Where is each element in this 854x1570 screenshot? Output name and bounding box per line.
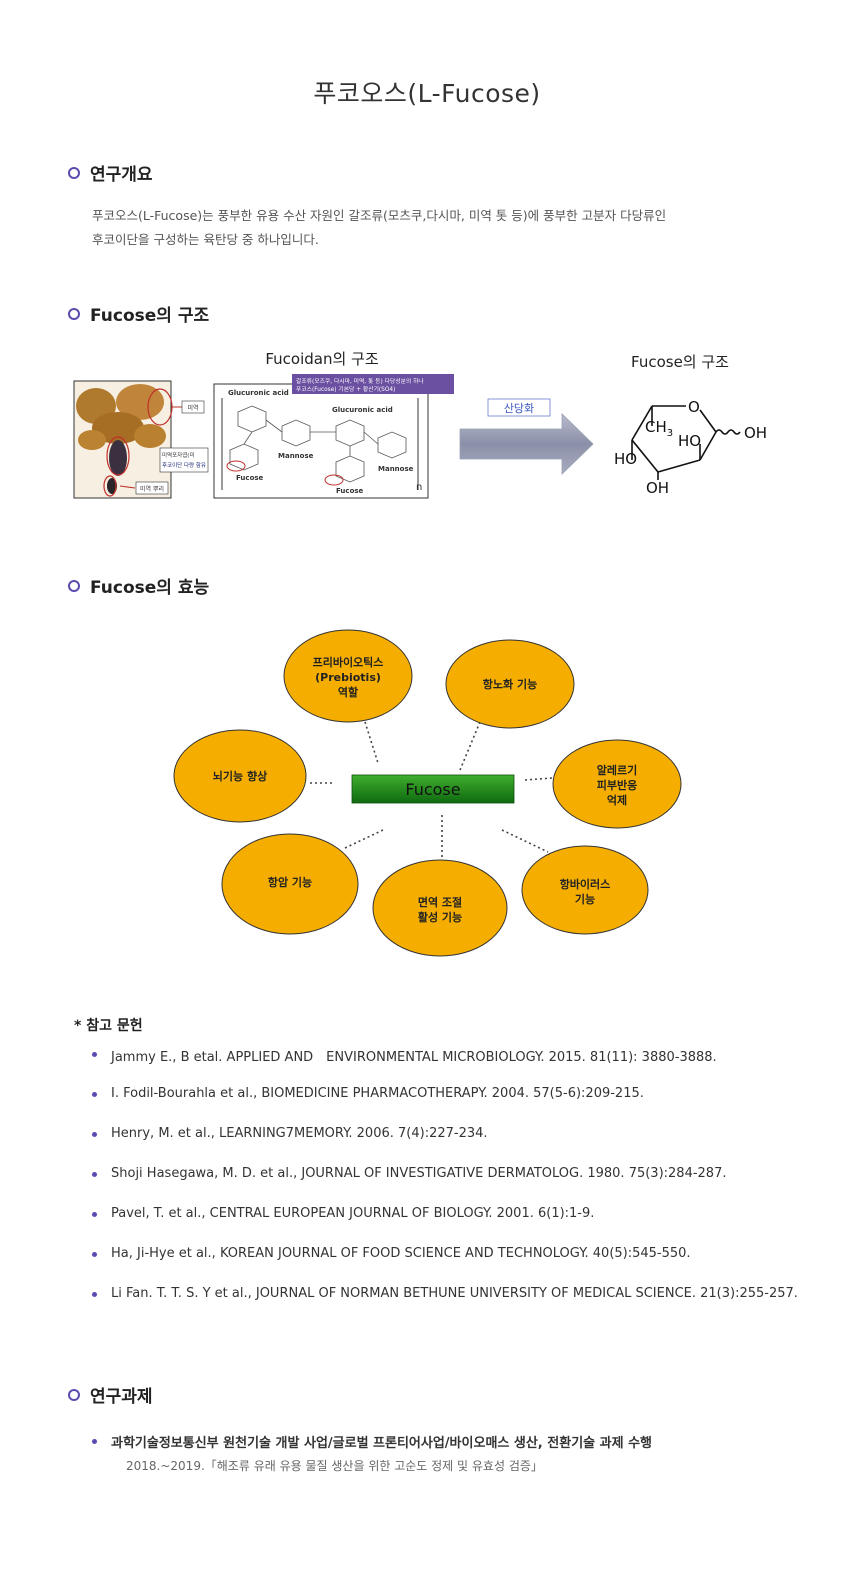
svg-text:항노화 기능: 항노화 기능 <box>483 677 537 691</box>
arrow-label-box <box>487 398 551 417</box>
mannose-left: Mannose <box>278 452 314 460</box>
svg-text:항바이러스: 항바이러스 <box>560 877 611 891</box>
efficacy-heading: Fucose의 효능 <box>68 573 209 598</box>
project-detail: 2018.~2019.「해조류 유래 유용 물질 생산을 위한 고순도 정제 및… <box>126 1459 543 1473</box>
reference-item: Henry, M. et al., LEARNING7MEMORY. 2006.… <box>92 1126 832 1166</box>
section-bullet-icon <box>68 166 80 179</box>
bullet-icon <box>92 1132 97 1137</box>
bullet-icon <box>92 1439 97 1444</box>
seaweed-label-2a: 미역포자엽(미 <box>162 451 195 459</box>
fucose-left: Fucose <box>236 474 264 482</box>
reference-item: Ha, Ji-Hye et al., KOREAN JOURNAL OF FOO… <box>92 1246 832 1286</box>
bullet-icon <box>92 1052 97 1057</box>
bullet-icon <box>92 1292 97 1297</box>
conversion-arrow-icon <box>459 413 594 475</box>
svg-text:(Prebiotis): (Prebiotis) <box>315 671 381 684</box>
purple-note-line-1: 갈조류(모즈쿠, 다시마, 미역, 톳 등) 다당성분의 하나 <box>296 377 424 385</box>
bullet-icon <box>92 1212 97 1217</box>
structure-heading-text: Fucose의 구조 <box>90 306 210 326</box>
reference-item: Pavel, T. et al., CENTRAL EUROPEAN JOURN… <box>92 1206 832 1246</box>
seaweed-label-2b: 후코이단 다량 함유 <box>162 461 206 469</box>
efficacy-diagram: Fucose 프리바이오틱스 (Prebiotis) 역할 항노화 기능 뇌기능… <box>173 629 682 957</box>
svg-text:면역 조절: 면역 조절 <box>418 895 462 909</box>
chem-oh-right: OH <box>744 424 767 442</box>
svg-text:프리바이오틱스: 프리바이오틱스 <box>313 655 384 669</box>
svg-text:피부반응: 피부반응 <box>597 778 637 792</box>
glucuronic-right: Glucuronic acid <box>332 406 393 414</box>
seaweed-label-3: 미역 뿌리 <box>140 485 164 493</box>
section-bullet-icon <box>68 1388 80 1401</box>
fucose-structure-title: Fucose의 구조 <box>631 353 729 371</box>
node-brain: 뇌기능 향상 <box>173 729 307 823</box>
chem-ch3: CH3 <box>645 418 673 439</box>
node-antiviral: 항바이러스 기능 <box>521 845 649 935</box>
project-title: 과학기술정보통신부 원천기술 개발 사업/글로벌 프론티어사업/바이오매스 생산… <box>111 1436 653 1451</box>
fucoidan-structure-image: Glucuronic acid Glucuronic acid Mannose … <box>213 383 429 499</box>
references-heading: * 참고 문헌 <box>74 1018 143 1034</box>
reference-item: Li Fan. T. T. S. Y et al., JOURNAL OF NO… <box>92 1286 832 1326</box>
overview-heading: 연구개요 <box>68 160 153 185</box>
overview-text: 푸코오스(L-Fucose)는 풍부한 유용 수산 자원인 갈조류(모츠쿠,다시… <box>92 204 772 252</box>
reference-item: Jammy E., B etal. APPLIED AND ENVIRONMEN… <box>92 1046 832 1086</box>
svg-text:알레르기: 알레르기 <box>597 763 637 777</box>
mannose-right: Mannose <box>378 465 414 473</box>
connector-lines <box>310 721 553 858</box>
fucose-right: Fucose <box>336 487 364 495</box>
bullet-icon <box>92 1172 97 1177</box>
fucose-center-box <box>351 774 515 804</box>
structure-diagram: Fucoidan의 구조 Fucose의 구조 미역 미역포자엽(미 후코이단 … <box>73 350 767 499</box>
svg-text:억제: 억제 <box>607 793 627 807</box>
bullet-icon <box>92 1252 97 1257</box>
svg-text:기능: 기능 <box>575 892 595 906</box>
purple-note-box <box>292 374 454 394</box>
n-label: n <box>416 482 422 493</box>
section-bullet-icon <box>68 579 80 592</box>
svg-text:활성 기능: 활성 기능 <box>418 910 462 924</box>
project-item: 과학기술정보통신부 원천기술 개발 사업/글로벌 프론티어사업/바이오매스 생산… <box>92 1432 832 1474</box>
reference-item: I. Fodil-Bourahla et al., BIOMEDICINE PH… <box>92 1086 832 1126</box>
seaweed-label-1: 미역 <box>187 404 198 412</box>
chem-oh-bottom: OH <box>646 479 669 497</box>
projects-heading-text: 연구과제 <box>90 1387 153 1407</box>
node-antiaging: 항노화 기능 <box>445 639 575 729</box>
fucose-chemical-structure <box>631 405 741 480</box>
fucose-center-label: Fucose <box>405 780 460 799</box>
node-immune: 면역 조절 활성 기능 <box>372 859 508 957</box>
chem-ho-left: HO <box>614 450 637 468</box>
chem-ring-oxygen: O <box>688 398 700 416</box>
chem-ho-inner: HO <box>678 432 701 450</box>
efficacy-heading-text: Fucose의 효능 <box>90 578 210 598</box>
purple-note-line-2: 푸코스(Fucose) 기본당 + 황산기(SO4) <box>296 385 395 393</box>
structure-heading: Fucose의 구조 <box>68 301 209 326</box>
overview-line-1: 푸코오스(L-Fucose)는 풍부한 유용 수산 자원인 갈조류(모츠쿠,다시… <box>92 208 667 223</box>
references-list: Jammy E., B etal. APPLIED AND ENVIRONMEN… <box>92 1046 832 1326</box>
node-anticancer: 항암 기능 <box>221 833 359 935</box>
fucoidan-title: Fucoidan의 구조 <box>265 350 378 368</box>
bullet-icon <box>92 1092 97 1097</box>
page-title: 푸코오스(L-Fucose) <box>313 79 541 108</box>
section-bullet-icon <box>68 307 80 320</box>
svg-text:항암 기능: 항암 기능 <box>268 875 312 889</box>
svg-text:뇌기능 향상: 뇌기능 향상 <box>213 769 267 783</box>
arrow-label: 산당화 <box>504 402 534 415</box>
seaweed-image: 미역 미역포자엽(미 후코이단 다량 함유 미역 뿌리 <box>73 380 209 499</box>
node-prebiotics: 프리바이오틱스 (Prebiotis) 역할 <box>283 629 413 723</box>
projects-heading: 연구과제 <box>68 1382 153 1407</box>
reference-item: Shoji Hasegawa, M. D. et al., JOURNAL OF… <box>92 1166 832 1206</box>
svg-text:역할: 역할 <box>338 685 358 699</box>
node-allergy: 알레르기 피부반응 억제 <box>552 739 682 829</box>
glucuronic-left: Glucuronic acid <box>228 389 289 397</box>
overview-heading-text: 연구개요 <box>90 165 153 185</box>
overview-line-2: 후코이단을 구성하는 육탄당 중 하나입니다. <box>92 232 319 247</box>
